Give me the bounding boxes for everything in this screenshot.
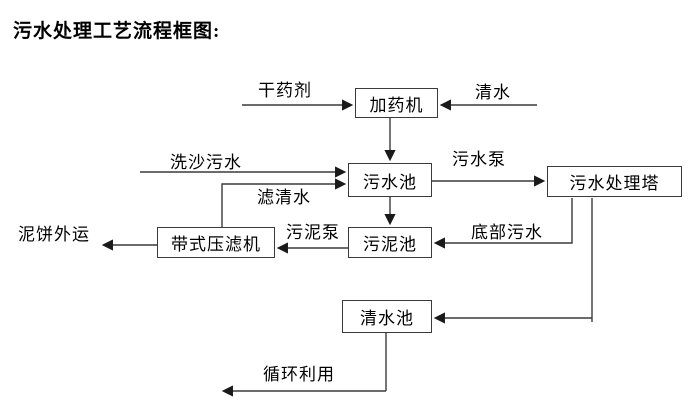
node-dosing-machine: 加药机 [355,88,438,118]
page-title: 污水处理工艺流程框图: [13,21,221,42]
flow-label-bottom-sewage: 底部污水 [471,223,543,242]
node-sewage-treatment-tower: 污水处理塔 [547,166,682,197]
edge-bottom-sewage [433,198,573,249]
node-clear-water-pool: 清水池 [342,300,432,333]
node-sewage-pool: 污水池 [348,163,432,197]
flow-label-sewage-pump: 污水泵 [452,150,506,169]
flow-label-sludge-pump: 污泥泵 [286,223,340,242]
edge-filtered-water [221,178,347,227]
node-belt-filter-press: 带式压滤机 [157,227,275,258]
flow-label-mud-cake-outbound: 泥饼外运 [18,225,90,244]
flow-label-filtered-water: 滤清水 [257,188,311,207]
node-sludge-pool: 污泥池 [348,227,432,258]
flow-label-sand-washing-sewage: 洗沙污水 [170,153,242,172]
flow-label-recycling: 循环利用 [263,365,335,384]
flow-label-clear-water-in: 清水 [475,83,511,102]
flow-label-dry-agent: 干药剂 [258,81,312,100]
